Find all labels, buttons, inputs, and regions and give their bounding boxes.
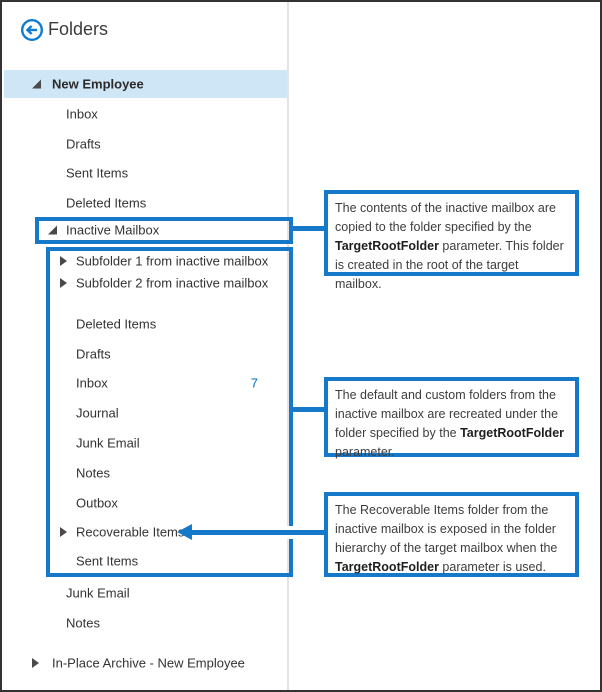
folder-item-sent-items-2[interactable]: Sent Items bbox=[4, 547, 287, 575]
folder-item-drafts-2[interactable]: Drafts bbox=[4, 340, 287, 368]
folder-label: Sent Items bbox=[66, 165, 129, 181]
callout-text: parameter is used. bbox=[438, 560, 546, 574]
folder-item-deleted-items-2[interactable]: Deleted Items bbox=[4, 310, 287, 338]
folder-label: Recoverable Items bbox=[76, 524, 185, 540]
collapse-icon[interactable] bbox=[48, 225, 57, 235]
folder-label: Subfolder 1 from inactive mailbox bbox=[76, 253, 269, 269]
folder-item-outbox[interactable]: Outbox bbox=[4, 489, 287, 517]
expand-icon[interactable] bbox=[60, 527, 67, 537]
callout-text: parameter. This folder is created in the… bbox=[335, 239, 564, 291]
callout-text: The contents of the inactive mailbox are… bbox=[335, 201, 556, 234]
pane-divider bbox=[287, 2, 289, 690]
folder-item-inbox-2[interactable]: Inbox 7 bbox=[4, 369, 287, 397]
folder-label: Sent Items bbox=[76, 553, 139, 569]
folder-item-subfolder-1[interactable]: Subfolder 1 from inactive mailbox bbox=[4, 247, 287, 275]
folder-item-junk-email[interactable]: Junk Email bbox=[4, 579, 287, 607]
folder-item-inactive-mailbox[interactable]: Inactive Mailbox bbox=[4, 216, 287, 244]
folder-label: In-Place Archive - New Employee bbox=[52, 655, 245, 671]
expand-icon[interactable] bbox=[60, 256, 67, 266]
folder-item-in-place-archive[interactable]: In-Place Archive - New Employee bbox=[4, 649, 287, 677]
folder-label: Notes bbox=[66, 615, 100, 631]
parameter-name-text: TargetRootFolder bbox=[460, 426, 565, 440]
folder-label: Inactive Mailbox bbox=[66, 222, 160, 238]
collapse-icon[interactable] bbox=[32, 79, 41, 89]
parameter-name-text: TargetRootFolder bbox=[335, 560, 439, 574]
callout-text: The default and custom folders from the … bbox=[335, 388, 559, 440]
folder-label: Notes bbox=[76, 465, 110, 481]
expand-icon[interactable] bbox=[60, 278, 67, 288]
callout-text: The Recoverable Items folder from the in… bbox=[335, 503, 558, 555]
back-arrow-icon bbox=[20, 18, 44, 45]
callout-folders-recreated: The default and custom folders from the … bbox=[324, 377, 579, 459]
unread-count-badge: 7 bbox=[250, 375, 258, 391]
folder-item-sent-items[interactable]: Sent Items bbox=[4, 159, 287, 187]
folder-item-junk-email-2[interactable]: Junk Email bbox=[4, 429, 287, 457]
expand-icon[interactable] bbox=[32, 658, 39, 668]
callout-text: parameter. bbox=[335, 445, 395, 459]
folder-label: Junk Email bbox=[66, 585, 130, 601]
folder-label: New Employee bbox=[52, 76, 144, 92]
folders-header: Folders bbox=[2, 2, 287, 58]
folder-item-recoverable-items[interactable]: Recoverable Items bbox=[4, 518, 287, 546]
folder-item-drafts[interactable]: Drafts bbox=[4, 130, 287, 158]
folder-item-notes[interactable]: Notes bbox=[4, 609, 287, 637]
folder-label: Subfolder 2 from inactive mailbox bbox=[76, 275, 269, 291]
annotation-arrow-shaft bbox=[190, 526, 324, 539]
back-button[interactable] bbox=[20, 18, 44, 42]
folder-label: Outbox bbox=[76, 495, 118, 511]
connector-line-1 bbox=[291, 226, 324, 231]
page-title: Folders bbox=[48, 19, 109, 39]
folder-item-inbox[interactable]: Inbox bbox=[4, 100, 287, 128]
annotation-arrow-head-icon bbox=[177, 524, 192, 540]
folder-label: Inbox bbox=[76, 375, 108, 391]
folder-item-journal[interactable]: Journal bbox=[4, 399, 287, 427]
connector-line-2 bbox=[291, 407, 324, 412]
folder-item-deleted-items[interactable]: Deleted Items bbox=[4, 189, 287, 217]
folder-label: Deleted Items bbox=[76, 316, 157, 332]
callout-recoverable-items: The Recoverable Items folder from the in… bbox=[324, 492, 579, 577]
folder-item-new-employee[interactable]: New Employee bbox=[4, 70, 287, 98]
folder-item-subfolder-2[interactable]: Subfolder 2 from inactive mailbox bbox=[4, 269, 287, 297]
folder-label: Deleted Items bbox=[66, 195, 147, 211]
folder-label: Journal bbox=[76, 405, 119, 421]
parameter-name-text: TargetRootFolder bbox=[335, 239, 439, 253]
callout-target-root-folder-copy: The contents of the inactive mailbox are… bbox=[324, 190, 579, 291]
folder-label: Drafts bbox=[66, 136, 101, 152]
folder-label: Drafts bbox=[76, 346, 111, 362]
folder-label: Junk Email bbox=[76, 435, 140, 451]
folder-item-notes-2[interactable]: Notes bbox=[4, 459, 287, 487]
folder-label: Inbox bbox=[66, 106, 98, 122]
